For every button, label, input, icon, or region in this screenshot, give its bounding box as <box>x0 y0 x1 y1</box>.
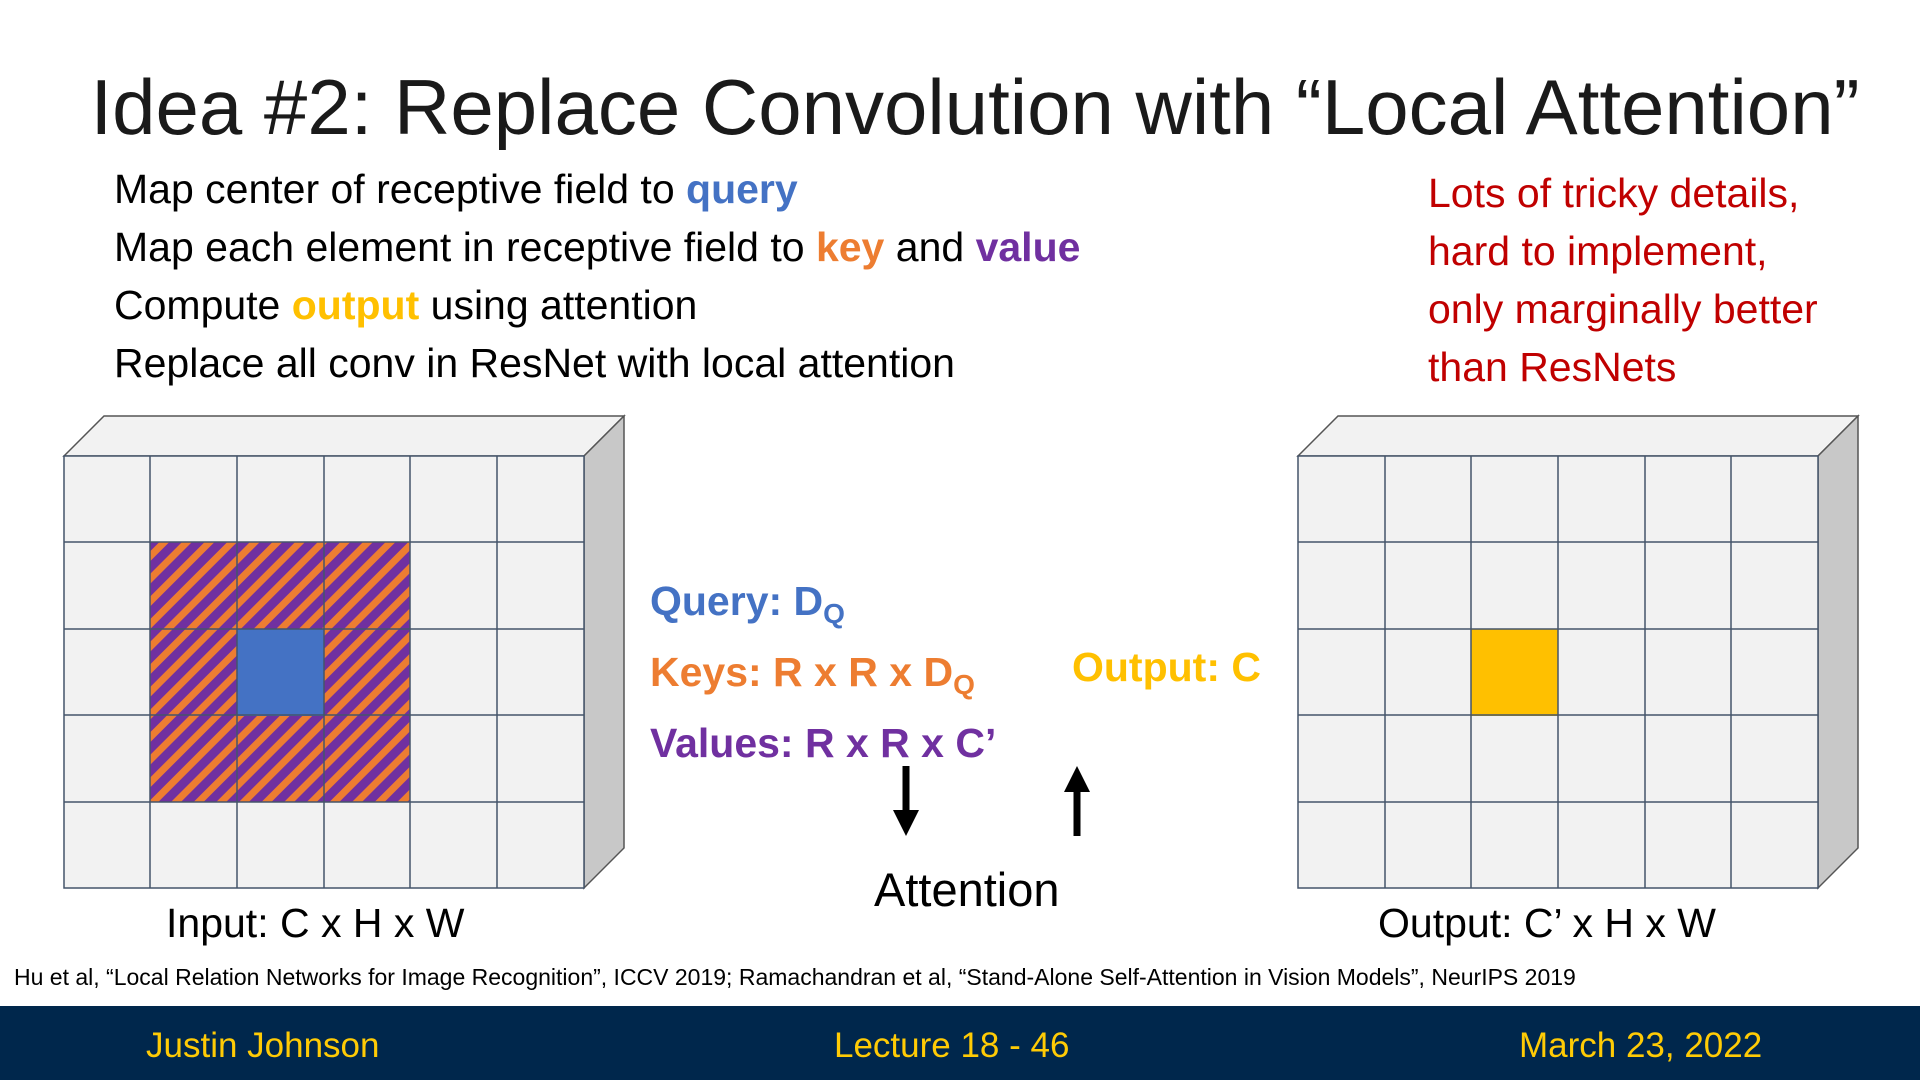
caveat-note: Lots of tricky details, hard to implemen… <box>1428 164 1818 396</box>
down-arrow-icon <box>893 766 919 836</box>
bullet-list: Map center of receptive field to query M… <box>114 160 1080 392</box>
note-line: only marginally better <box>1428 286 1818 332</box>
bullet-text: Map each element in receptive field to <box>114 224 816 270</box>
bullet-text: Compute <box>114 282 292 328</box>
up-arrow-icon <box>1064 766 1090 836</box>
query-keyword: query <box>686 166 798 212</box>
value-keyword: value <box>975 224 1081 270</box>
keys-dim-label: Keys: R x R x DQ <box>650 643 996 714</box>
output-tensor-top-face <box>1296 415 1860 457</box>
keys-dim-subscript: Q <box>953 669 975 700</box>
input-grid-lines <box>64 456 584 888</box>
query-center-cell <box>237 629 324 716</box>
output-cell-highlight <box>1471 629 1558 716</box>
slide-title: Idea #2: Replace Convolution with “Local… <box>90 63 1860 151</box>
values-dim-label: Values: R x R x C’ <box>650 720 997 766</box>
footer-bar: Justin Johnson Lecture 18 - 46 March 23,… <box>0 1006 1920 1080</box>
attention-label: Attention <box>874 863 1060 916</box>
input-tensor-top-face <box>62 415 626 457</box>
qkv-dimensions: Query: DQ Keys: R x R x DQ Values: R x R… <box>650 572 996 772</box>
bullet-key-value: Map each element in receptive field to k… <box>114 218 1080 276</box>
output-tensor <box>1296 414 1860 890</box>
input-tensor <box>62 414 626 890</box>
input-tensor-side-face <box>583 414 625 890</box>
citation: Hu et al, “Local Relation Networks for I… <box>14 964 1576 990</box>
bullet-text: Map center of receptive field to <box>114 166 687 212</box>
output-tensor-side-face <box>1817 414 1859 890</box>
bullet-text: and <box>884 224 976 270</box>
keys-dim-text: Keys: R x R x D <box>650 649 954 695</box>
note-line: hard to implement, <box>1428 228 1768 274</box>
query-dim-subscript: Q <box>823 598 845 629</box>
query-dim-label: Query: DQ <box>650 572 996 643</box>
output-keyword: output <box>291 282 420 328</box>
output-caption: Output: C’ x H x W <box>1378 900 1716 946</box>
note-line: Lots of tricky details, <box>1428 170 1800 216</box>
bullet-replace: Replace all conv in ResNet with local at… <box>114 340 955 386</box>
bullet-query: Map center of receptive field to query <box>114 160 1080 218</box>
query-dim-text: Query: D <box>650 578 824 624</box>
output-dim-label: Output: C <box>1072 644 1261 690</box>
key-keyword: key <box>815 224 885 270</box>
input-caption: Input: C x H x W <box>166 900 465 946</box>
output-grid-lines <box>1298 456 1818 888</box>
footer-lecture: Lecture 18 - 46 <box>834 1026 1070 1065</box>
bullet-output: Compute output using attention <box>114 276 1080 334</box>
footer-date: March 23, 2022 <box>1519 1026 1763 1065</box>
footer-author: Justin Johnson <box>146 1026 380 1065</box>
bullet-text: using attention <box>419 282 698 328</box>
note-line: than ResNets <box>1428 344 1677 390</box>
